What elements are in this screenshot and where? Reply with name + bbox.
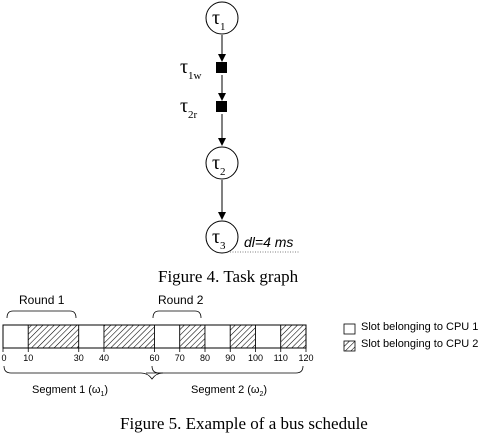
slot-6-cpu1: [204, 324, 231, 349]
tick-label-80: 80: [199, 353, 211, 363]
slot-0-cpu1: [2, 324, 29, 349]
node-t3: [205, 220, 239, 254]
slot-3-cpu2: [103, 324, 155, 349]
tick-label-70: 70: [174, 353, 185, 363]
slot-5-cpu2: [179, 324, 206, 349]
node-t1: [205, 1, 239, 35]
figure4-caption: Figure 4. Task graph: [158, 267, 299, 286]
segment2-label: Segment 2 (ω2): [191, 384, 268, 399]
axis-ticks: [2, 348, 307, 352]
label-t1w: τ1w: [180, 56, 202, 82]
tick-label-0: 0: [1, 353, 7, 363]
tick-label-10: 10: [23, 353, 34, 363]
segment1-brace: [3, 365, 164, 380]
legend-swatch-cpu1: [343, 323, 356, 335]
label-t2: τ2: [212, 152, 226, 178]
node-t1w: [216, 62, 227, 73]
round1-brace: [6, 310, 77, 319]
tick-label-30: 30: [73, 353, 84, 363]
tick-label-110: 110: [273, 353, 288, 363]
segment2-brace: [151, 365, 304, 374]
bus-schedule: [2, 310, 356, 380]
tick-label-100: 100: [247, 353, 264, 363]
segment1-label: Segment 1 (ω1): [32, 384, 109, 399]
round1-label: Round 1: [19, 293, 65, 307]
label-t1: τ1: [212, 7, 226, 33]
legend-label-cpu2: Slot belonging to CPU 2: [361, 338, 478, 350]
figure5-caption: Figure 5. Example of a bus schedule: [120, 414, 368, 433]
slot-4-cpu1: [154, 324, 181, 349]
slot-2-cpu1: [78, 324, 105, 349]
slot-7-cpu2: [229, 324, 256, 349]
node-t2: [205, 146, 239, 180]
slot-track: [2, 324, 307, 349]
slot-9-cpu2: [280, 324, 307, 349]
deadline-label: dl=4 ms: [244, 234, 293, 250]
task-graph: τ1 τ1w τ2r τ2 τ3 dl=4 ms: [180, 1, 300, 254]
label-t3: τ3: [212, 226, 226, 252]
tick-label-40: 40: [98, 353, 110, 363]
slot-8-cpu1: [255, 324, 282, 349]
label-t2r: τ2r: [180, 95, 198, 121]
tick-label-90: 90: [225, 353, 236, 363]
round2-label: Round 2: [158, 293, 204, 307]
round2-brace: [152, 310, 202, 319]
node-t2r: [216, 101, 227, 112]
tick-label-120: 120: [298, 353, 314, 363]
tick-label-60: 60: [149, 353, 160, 363]
slot-1-cpu2: [27, 324, 80, 349]
legend-label-cpu1: Slot belonging to CPU 1: [361, 321, 478, 333]
legend-swatch-cpu2: [343, 340, 356, 352]
